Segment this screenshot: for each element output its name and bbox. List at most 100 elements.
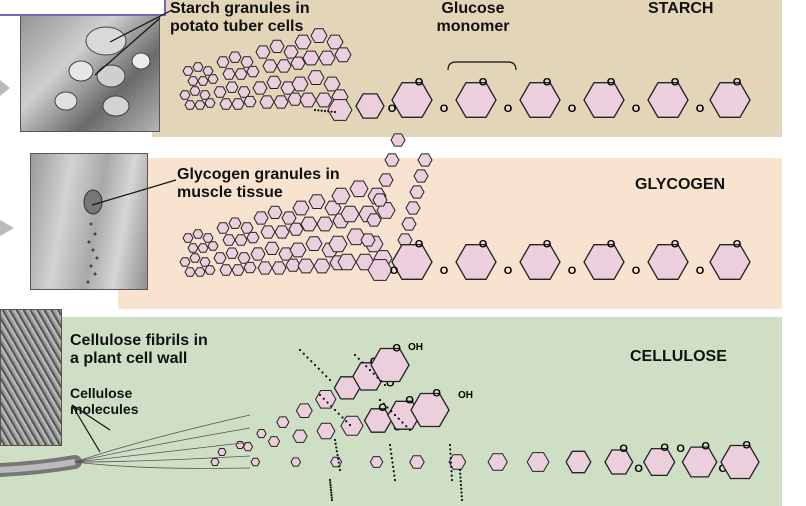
- glycogen-branch-ring: [405, 201, 421, 215]
- cellulose-glucose-ring: [370, 347, 410, 383]
- glycogen-helix-ring: [300, 216, 318, 232]
- starch-helix-ring: [262, 59, 278, 73]
- cellulose-photo-label: Cellulose fibrils in a plant cell wall: [70, 332, 208, 368]
- ring-oxygen-label: O: [607, 239, 616, 251]
- cellulose-photo-label-line: a plant cell wall: [70, 350, 188, 367]
- glycogen-panel: [118, 158, 782, 309]
- cellulose-fibril-photo: [0, 309, 62, 446]
- cellulose-glucose-ring: [242, 442, 254, 452]
- glycogen-branch-ring: [409, 185, 425, 199]
- glycogen-helix-ring: [250, 247, 266, 261]
- bond-dot: [368, 368, 372, 372]
- glycosidic-oxygen-label: O: [390, 265, 399, 277]
- glycogen-branch-ring: [384, 153, 400, 167]
- bond-dot: [460, 487, 463, 490]
- glycogen-helix-ring: [216, 222, 230, 234]
- glycosidic-oxygen-label: O: [568, 103, 577, 115]
- glycogen-helix-ring: [231, 264, 245, 276]
- starch-granule-image: [54, 26, 151, 117]
- starch-helix-ring: [219, 98, 233, 110]
- arrow-icon: [0, 220, 14, 236]
- glycogen-helix-ring: [237, 252, 251, 264]
- starch-photo-label-line: Starch granules in: [170, 0, 310, 17]
- hydroxyl-label: OH: [408, 342, 423, 353]
- glucose-rings: OOOOOOOOOOOOOOOOOOOOOOOOOOOOOOOOOOOOOOOO…: [179, 28, 760, 502]
- glycogen-branch-ring: [417, 153, 433, 167]
- glycogen-helix-ring: [253, 211, 269, 225]
- bond-dot: [337, 461, 340, 464]
- bond-dot: [361, 361, 364, 364]
- glycosidic-oxygen-label: O: [568, 265, 577, 277]
- starch-helix-ring: [315, 92, 333, 108]
- glycogen-branch-ring: [401, 217, 417, 231]
- starch-helix-ring: [310, 28, 328, 43]
- bond-dot: [336, 453, 339, 457]
- bond-dot: [459, 480, 462, 483]
- starch-helix-ring: [216, 56, 230, 68]
- glycogen-helix-ring: [192, 229, 204, 239]
- cellulose-glucose-ring: [604, 449, 634, 475]
- cellulose-glucose-ring: [217, 448, 227, 456]
- glycosidic-oxygen-label: O: [440, 265, 449, 277]
- starch-helix-ring: [326, 34, 344, 50]
- starch-helix-ring: [197, 76, 209, 86]
- glycogen-helix-ring: [246, 231, 260, 244]
- cellulose-glucose-ring: [565, 450, 592, 474]
- glycogen-photo-label: Glycogen granules in muscle tissue: [177, 166, 340, 202]
- bond-dot: [392, 465, 395, 468]
- cellulose-glucose-ring: [340, 415, 364, 436]
- bond-dot: [390, 457, 393, 460]
- ring-oxygen-label: O: [671, 239, 680, 251]
- starch-helix-ring: [228, 51, 242, 63]
- starch-helix-ring: [294, 34, 312, 50]
- bond-dot: [348, 423, 352, 427]
- bond-dot: [330, 491, 333, 494]
- starch-helix-ring: [307, 70, 325, 85]
- starch-helix-ring: [207, 74, 219, 84]
- starch-helix-ring: [255, 45, 271, 59]
- bond-dot: [460, 498, 464, 502]
- glycogen-helix-ring: [316, 216, 334, 232]
- glycogen-helix-ring: [331, 187, 351, 205]
- glycogen-helix-ring: [225, 247, 239, 259]
- glycogen-branch-ring: [372, 193, 388, 207]
- bond-dot: [330, 493, 333, 497]
- starch-glucose-ring: [647, 82, 689, 118]
- starch-leader-line: [109, 9, 173, 43]
- starch-helix-ring: [290, 56, 306, 70]
- starch-photo-label-line: potato tuber cells: [170, 18, 304, 35]
- glycogen-helix-ring: [349, 180, 369, 198]
- glycosidic-oxygen-label: O: [504, 265, 513, 277]
- bond-dot: [329, 486, 332, 489]
- glycogen-helix-ring: [228, 217, 242, 229]
- glycosidic-oxygen-label: O: [719, 463, 728, 475]
- bond-dot: [335, 450, 338, 453]
- bond-dot: [450, 478, 454, 482]
- bond-dot: [317, 109, 320, 112]
- bond-dot: [460, 495, 463, 498]
- bond-dot: [386, 406, 389, 409]
- starch-helix-ring: [184, 100, 196, 110]
- bond-dot: [383, 383, 387, 387]
- bond-dot: [405, 425, 408, 428]
- bond-dot: [323, 109, 327, 113]
- glycogen-helix-ring: [189, 253, 201, 263]
- cellulose-glucose-ring: [369, 456, 384, 468]
- glycogen-branch-ring: [413, 169, 429, 183]
- glycogen-helix-ring: [346, 228, 366, 246]
- cellulose-glucose-ring: [290, 457, 302, 467]
- starch-helix-ring: [323, 76, 341, 92]
- bond-dot: [338, 465, 341, 468]
- starch-glucose-ring: [709, 82, 751, 118]
- glycogen-helix-ring: [213, 252, 227, 264]
- bond-dot: [313, 363, 317, 367]
- glycogen-helix-ring: [337, 253, 357, 271]
- bond-dot: [382, 402, 385, 405]
- starch-glucose-ring: [327, 99, 353, 121]
- bond-dot: [335, 446, 338, 449]
- starch-helix-ring: [189, 86, 201, 96]
- bond-dot: [313, 108, 317, 112]
- hydroxyl-label: OH: [458, 390, 473, 401]
- starch-helix-ring: [283, 45, 299, 59]
